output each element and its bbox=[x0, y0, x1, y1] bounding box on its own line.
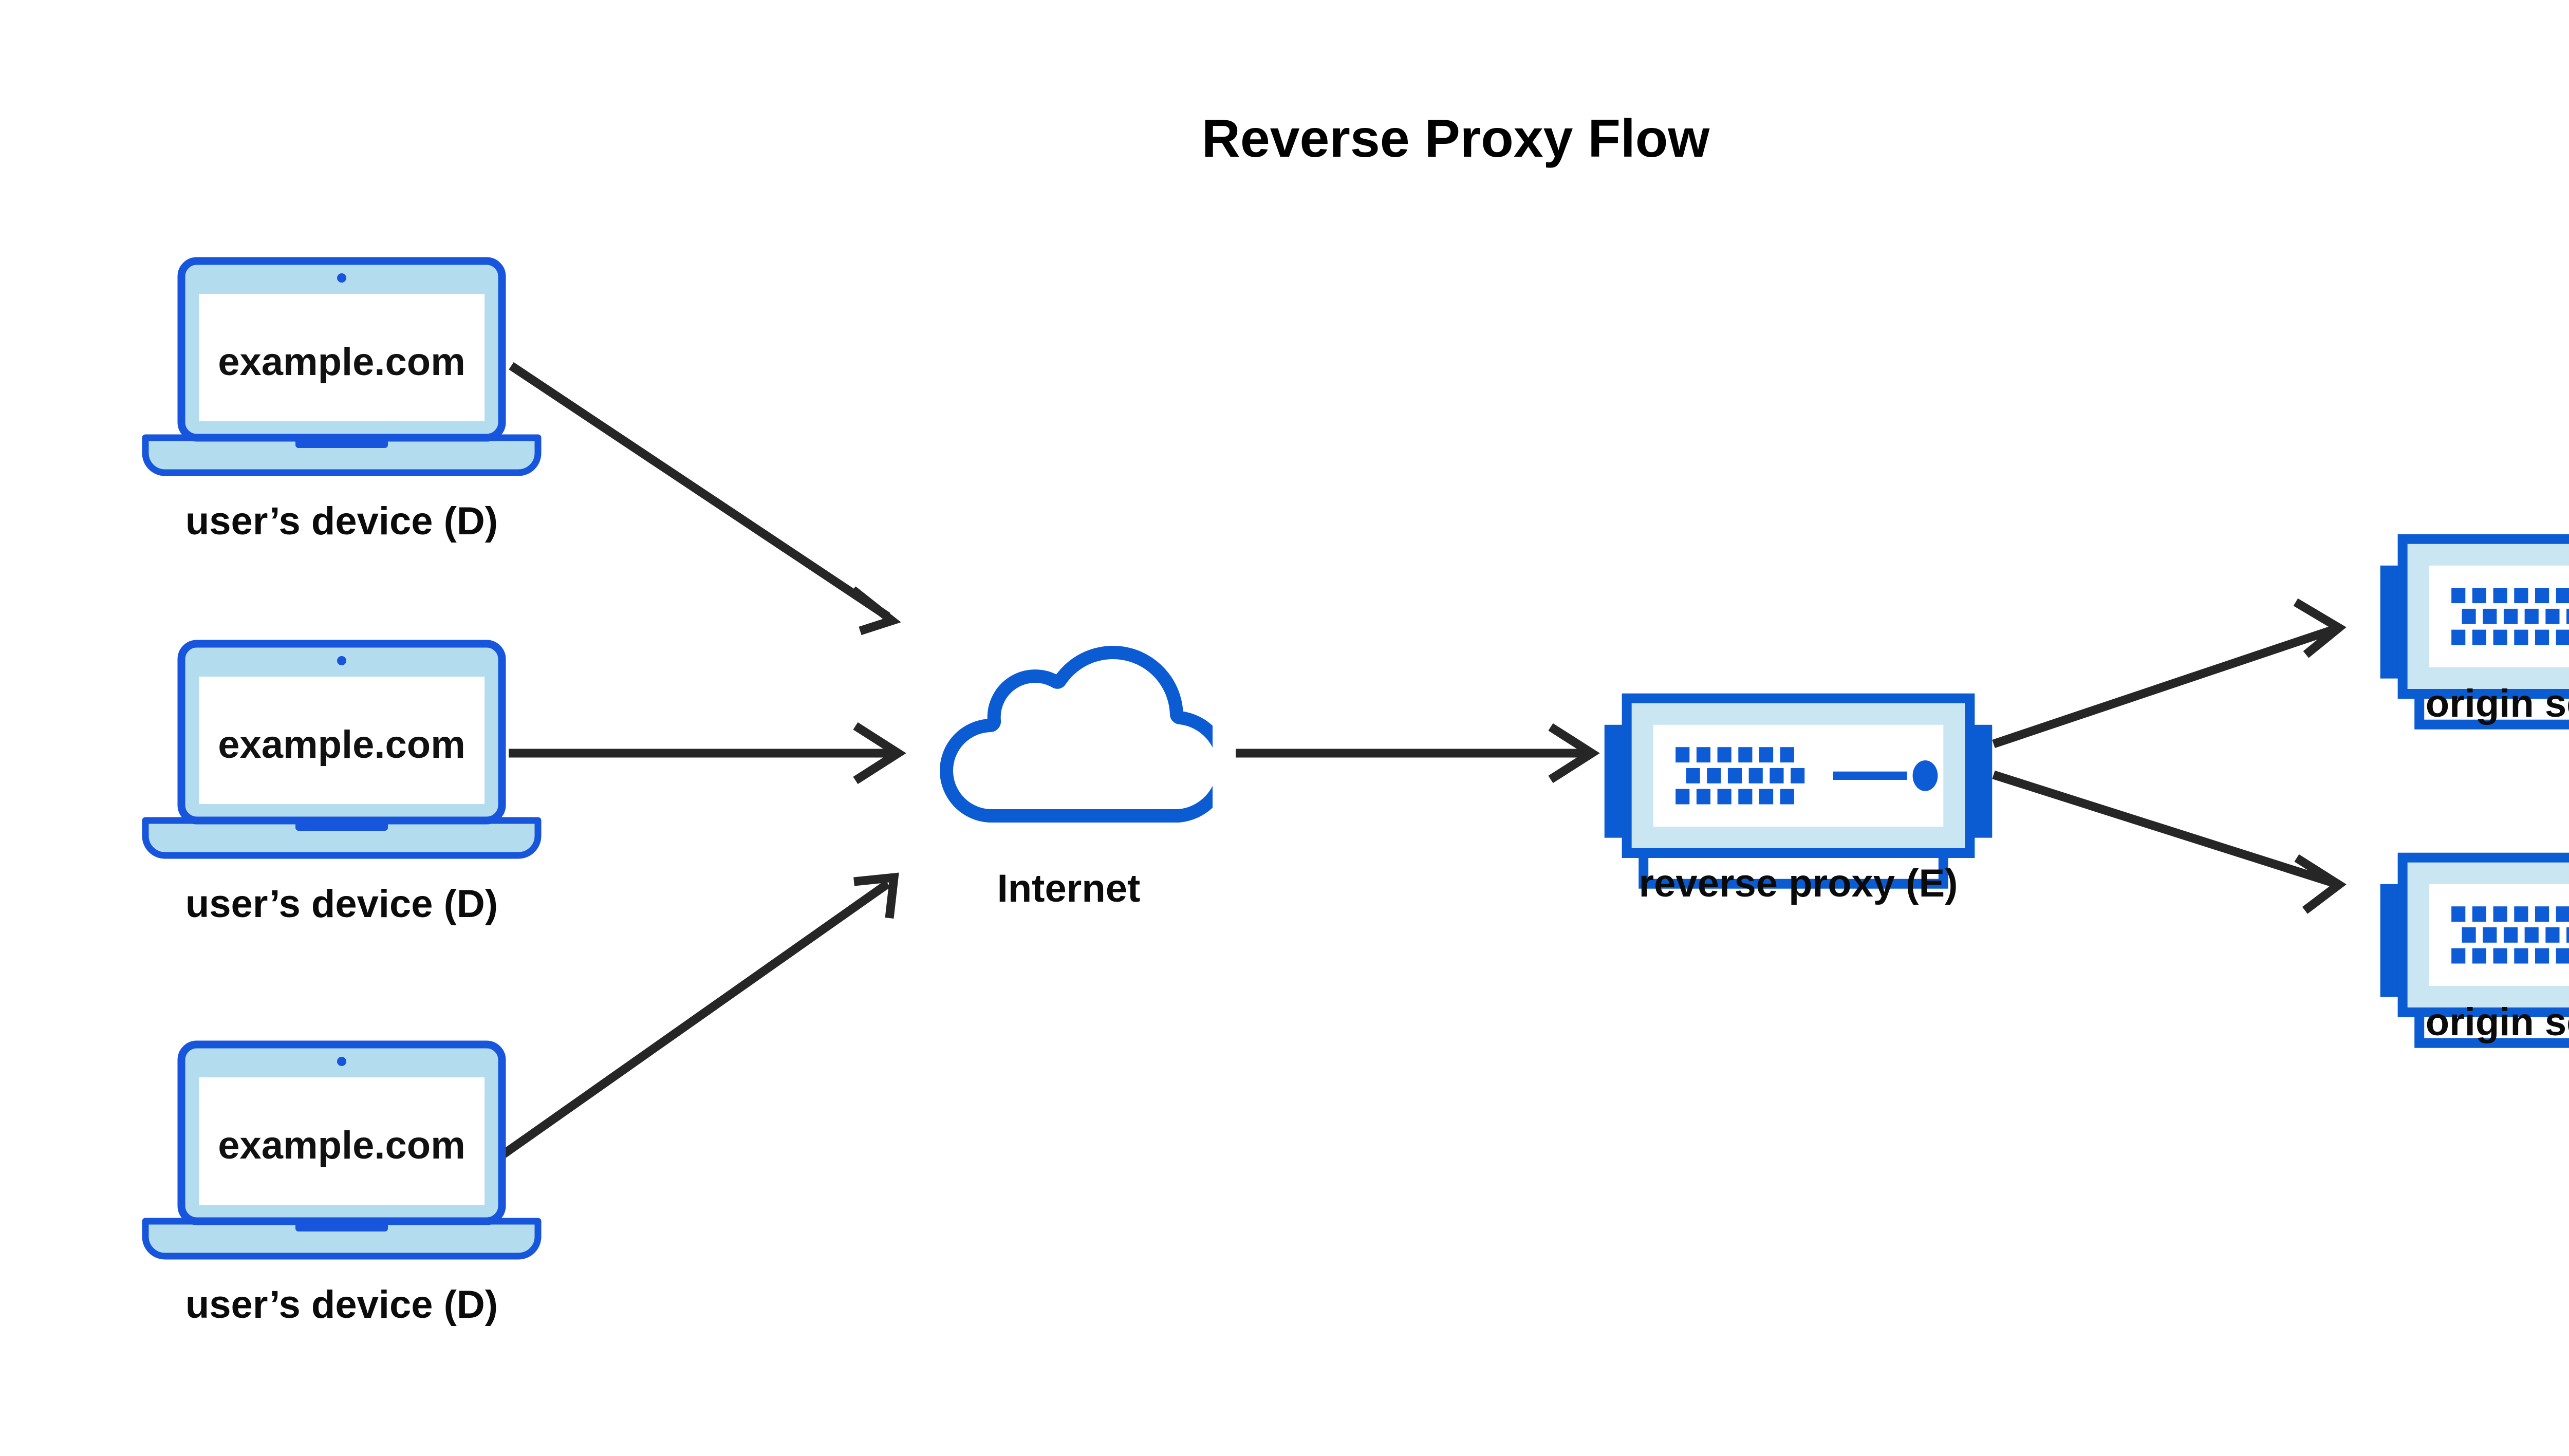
node-device-middle[interactable]: example.com user’s device (D) bbox=[145, 644, 538, 926]
arrow-device-middle-to-internet bbox=[509, 722, 906, 785]
device-label: user’s device (D) bbox=[185, 1283, 498, 1327]
node-device-bottom[interactable]: example.com user’s device (D) bbox=[145, 1044, 538, 1327]
reverse-proxy-label: reverse proxy (E) bbox=[1639, 862, 1958, 905]
arrow-reverse-proxy-to-origin-top bbox=[1992, 598, 2347, 749]
internet-label: Internet bbox=[997, 867, 1141, 910]
arrow-device-bottom-to-internet bbox=[495, 872, 899, 1162]
origin-server-label: origin server (F) bbox=[2426, 1000, 2569, 1044]
node-internet[interactable]: Internet bbox=[946, 652, 1224, 910]
device-screen-text: example.com bbox=[218, 723, 466, 767]
flow-arrows bbox=[495, 362, 2347, 1162]
node-origin-top[interactable]: origin server (F) bbox=[2380, 539, 2569, 725]
node-origin-bottom[interactable]: origin server (F) bbox=[2380, 857, 2569, 1044]
page-title: Reverse Proxy Flow bbox=[1202, 109, 1710, 169]
device-label: user’s device (D) bbox=[185, 882, 498, 926]
device-label: user’s device (D) bbox=[185, 499, 498, 543]
arrow-reverse-proxy-to-origin-bottom bbox=[1992, 770, 2347, 914]
device-screen-text: example.com bbox=[218, 1124, 466, 1167]
node-reverse-proxy[interactable]: reverse proxy (E) bbox=[1605, 698, 1993, 905]
cloud-icon bbox=[946, 652, 1224, 816]
device-screen-text: example.com bbox=[218, 340, 466, 384]
arrow-device-top-to-internet bbox=[509, 362, 901, 636]
node-device-top[interactable]: example.com user’s device (D) bbox=[145, 261, 538, 543]
arrow-internet-to-reverse-proxy bbox=[1236, 723, 1600, 783]
server-icon bbox=[1605, 698, 1993, 884]
origin-server-label: origin server (F) bbox=[2426, 682, 2569, 725]
